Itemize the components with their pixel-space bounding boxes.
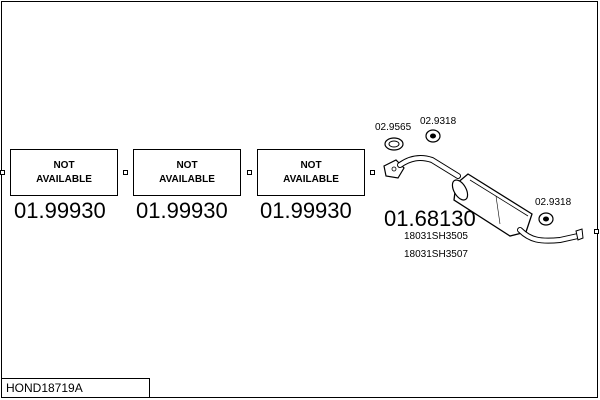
part-box-3: NOT AVAILABLE [257, 149, 365, 196]
part-box-3-line2: AVAILABLE [283, 173, 339, 185]
part-box-1-line2: AVAILABLE [36, 173, 92, 185]
hanger-right-icon [538, 212, 554, 226]
diagram-title: HOND18719A [1, 378, 150, 398]
muffler-number: 01.68130 [384, 206, 476, 231]
part-number-3: 01.99930 [260, 198, 352, 223]
part-number-2: 01.99930 [136, 198, 228, 223]
connector-right [594, 229, 599, 234]
gasket-label: 02.9565 [375, 122, 412, 133]
part-box-3-line1: NOT [300, 159, 322, 171]
part-box-2: NOT AVAILABLE [133, 149, 241, 196]
hanger-top-icon [425, 129, 441, 143]
part-box-2-line1: NOT [176, 159, 198, 171]
part-box-2-line2: AVAILABLE [159, 173, 215, 185]
part-box-1-line1: NOT [53, 159, 75, 171]
connector-2 [247, 170, 252, 175]
hanger-top-label: 02.9318 [420, 116, 457, 127]
part-box-1: NOT AVAILABLE [10, 149, 118, 196]
muffler-icon [451, 173, 533, 237]
connector-1 [123, 170, 128, 175]
hanger-right-label: 02.9318 [535, 197, 572, 208]
connector-left [0, 170, 5, 175]
part-number-1: 01.99930 [14, 198, 106, 223]
muffler-ref-1: 18031SH3505 [404, 231, 468, 242]
muffler-ref-2: 18031SH3507 [404, 249, 468, 260]
connector-3 [370, 170, 375, 175]
gasket-icon [384, 137, 404, 151]
